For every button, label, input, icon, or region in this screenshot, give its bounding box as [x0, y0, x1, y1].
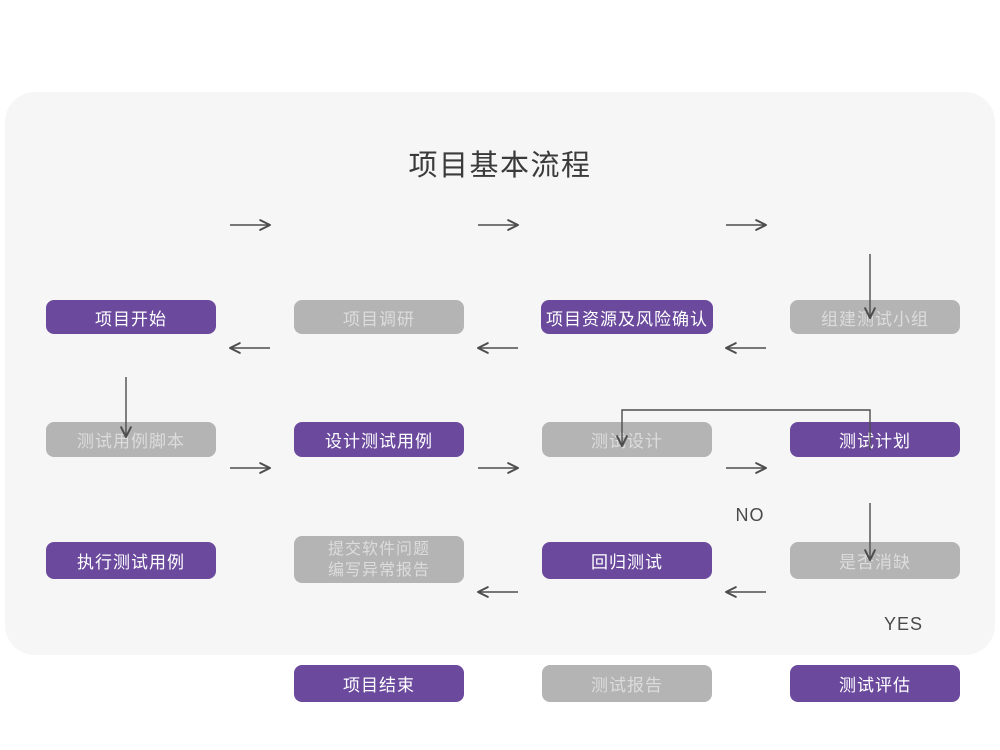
yes-branch-label: YES [884, 614, 924, 634]
flow-node-defect-cleared: 是否消缺 [790, 542, 960, 579]
page-title: 项目基本流程 [408, 150, 592, 182]
flow-node-design-test-case: 设计测试用例 [294, 422, 464, 457]
flow-node-submit-issue-report: 提交软件问题 编写异常报告 [294, 536, 464, 583]
flow-node-project-research: 项目调研 [294, 300, 464, 334]
no-branch-label: NO [735, 505, 765, 525]
flow-node-test-case-script: 测试用例脚本 [46, 422, 216, 457]
flowchart-card: 项目基本流程 项目开始 项目调研 项目资源及风险确认 组建测试小组 测试用例脚本… [5, 92, 995, 702]
flow-node-resource-risk-confirm: 项目资源及风险确认 [541, 300, 713, 334]
flow-node-regression-test: 回归测试 [542, 542, 712, 579]
flow-node-execute-test-case: 执行测试用例 [46, 542, 216, 579]
flow-node-test-design: 测试设计 [542, 422, 712, 457]
flow-node-project-start: 项目开始 [46, 300, 216, 334]
flow-node-test-evaluation: 测试评估 [790, 665, 960, 702]
flow-node-test-plan: 测试计划 [790, 422, 960, 457]
flow-node-build-test-team: 组建测试小组 [790, 300, 960, 334]
flow-node-test-report: 测试报告 [542, 665, 712, 702]
flow-node-project-end: 项目结束 [294, 665, 464, 702]
